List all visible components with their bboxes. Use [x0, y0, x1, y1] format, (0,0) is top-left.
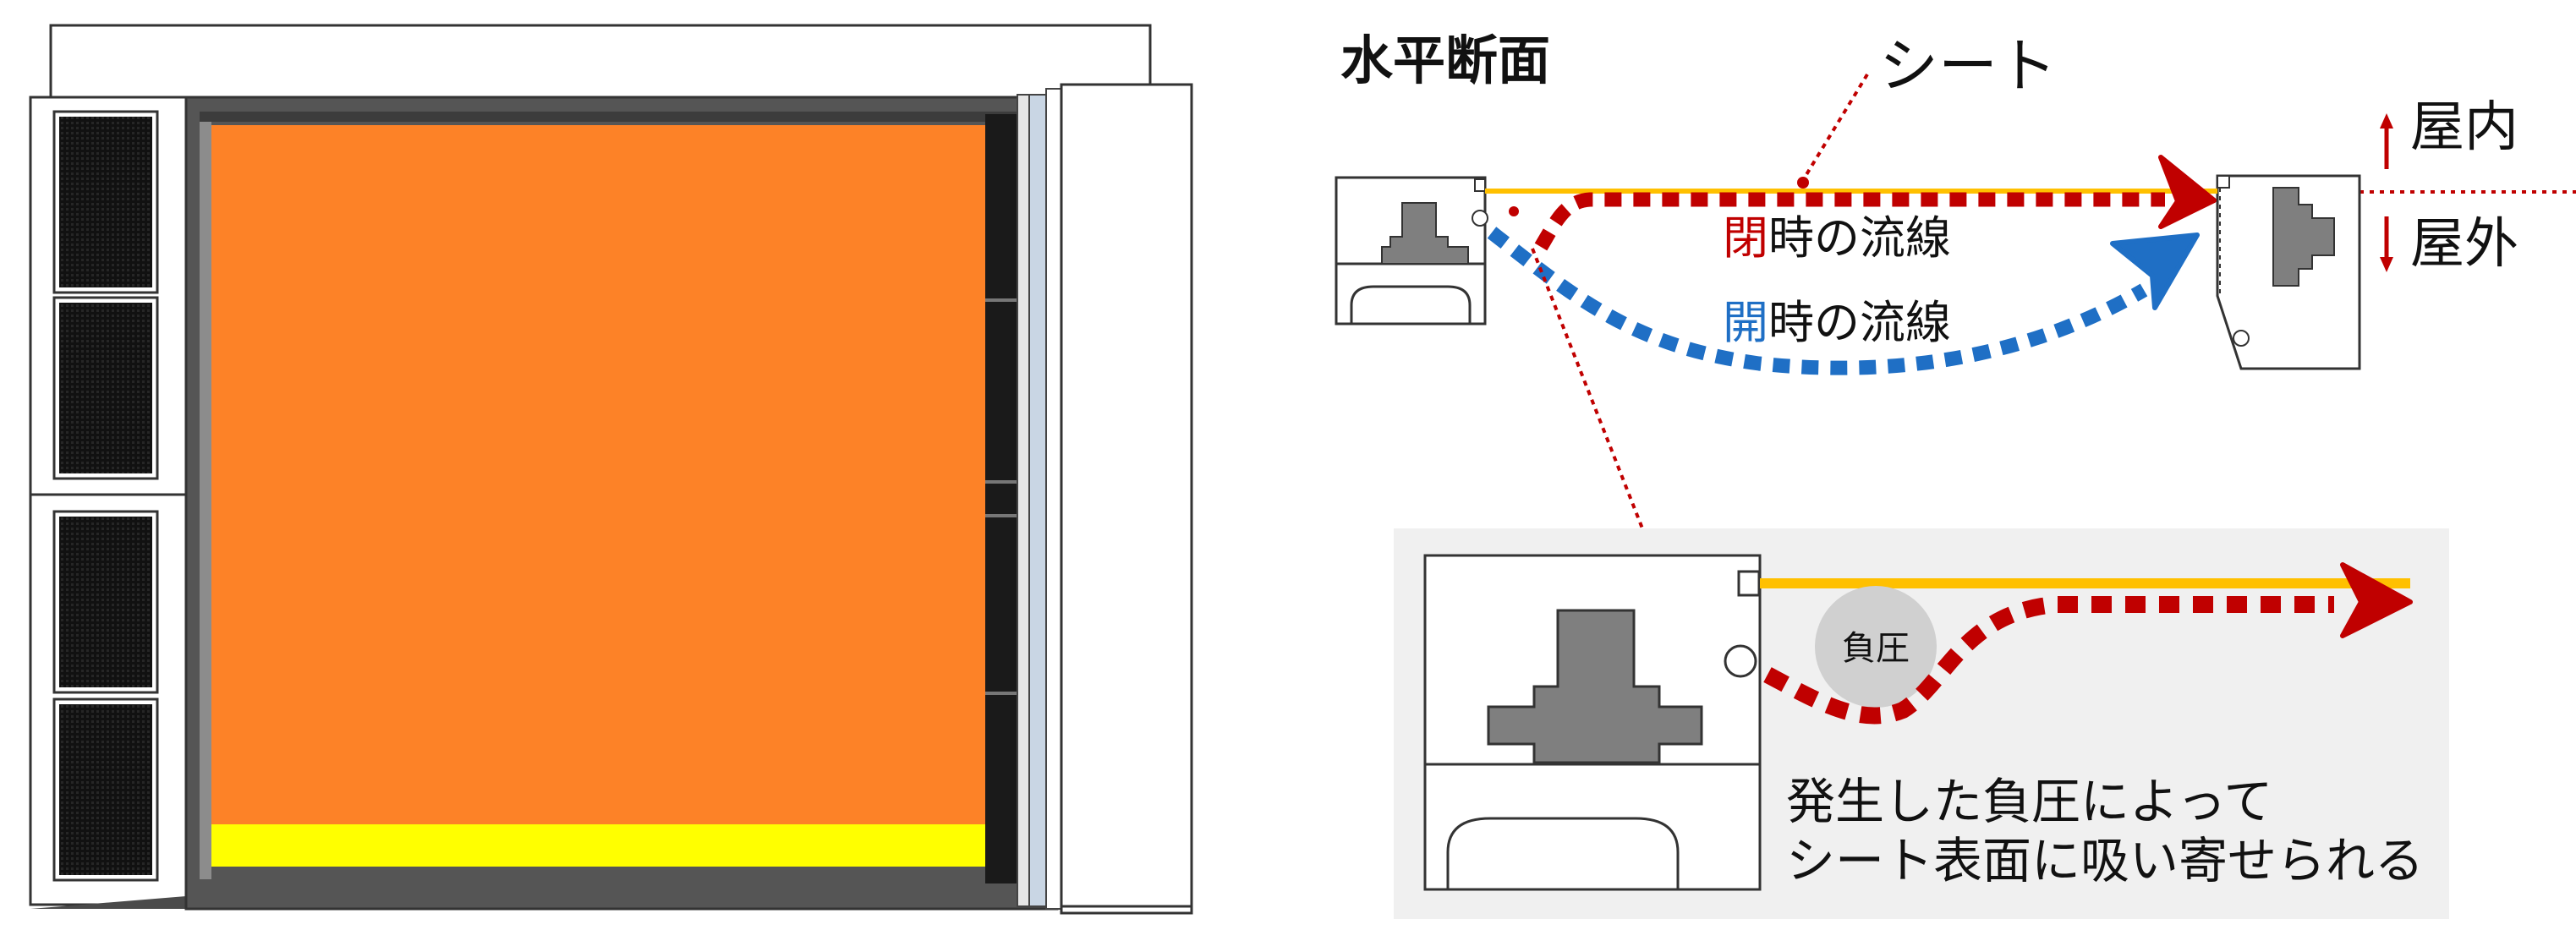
negative-pressure-label: 負圧	[1842, 629, 1910, 668]
up-arrow-icon	[2380, 113, 2393, 169]
sheet-label: シート	[1879, 31, 2057, 101]
open-flow-label: 開時の流線	[1723, 296, 1951, 349]
blue-flow-arrowhead-icon	[2110, 232, 2200, 310]
closed-flow-line	[1534, 192, 2165, 251]
right-section-case	[2216, 174, 2361, 370]
down-arrow-icon	[2380, 216, 2393, 272]
front-elevation	[29, 24, 1193, 915]
detail-flow-line	[1763, 596, 2334, 725]
right-side-case	[1060, 83, 1193, 915]
left-section-case	[1335, 176, 1488, 326]
detail-text-line-2: シート表面に吸い寄せられる	[1786, 832, 2424, 889]
detail-flow-arrowhead-icon	[2340, 562, 2413, 638]
right-rail	[985, 114, 1017, 884]
detail-case	[1423, 554, 1762, 891]
section-title: 水平断面	[1340, 30, 1550, 91]
negative-pressure-circle	[1815, 586, 1937, 708]
open-flow-line	[1487, 227, 2148, 375]
detail-leader-line	[1531, 248, 1644, 529]
detail-panel: 負圧 発生した負圧によって シート表面に吸い寄せられる	[1394, 528, 2449, 919]
orange-sheet	[211, 125, 985, 824]
indoor-label: 屋内	[2410, 96, 2518, 159]
red-flow-arrowhead-icon	[2158, 155, 2217, 229]
closed-flow-label: 閉時の流線	[1723, 211, 1951, 265]
sheet-leader-line	[1801, 73, 1869, 182]
yellow-bottom-bar	[211, 824, 985, 867]
horizontal-section: 水平断面 シート 屋内 屋外	[1335, 30, 2576, 529]
outdoor-label: 屋外	[2410, 213, 2518, 276]
left-vent-panels	[52, 110, 159, 882]
detail-text-line-1: 発生した負圧によって	[1786, 773, 2272, 830]
